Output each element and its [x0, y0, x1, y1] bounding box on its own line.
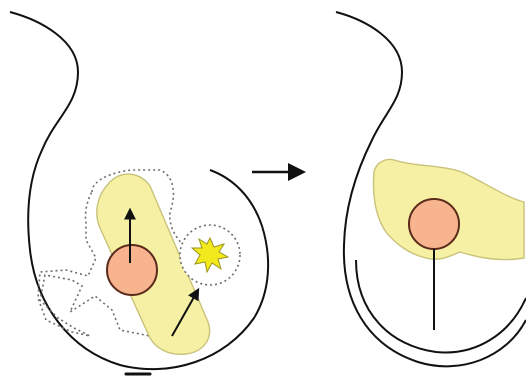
inner-arc: [356, 260, 526, 352]
right-arrow-head: [288, 163, 306, 181]
left-panel: [10, 12, 268, 374]
right-lesion: [409, 199, 459, 249]
left-lesion: [107, 245, 157, 295]
transition-arrow: [252, 163, 306, 181]
right-panel: [336, 12, 526, 366]
